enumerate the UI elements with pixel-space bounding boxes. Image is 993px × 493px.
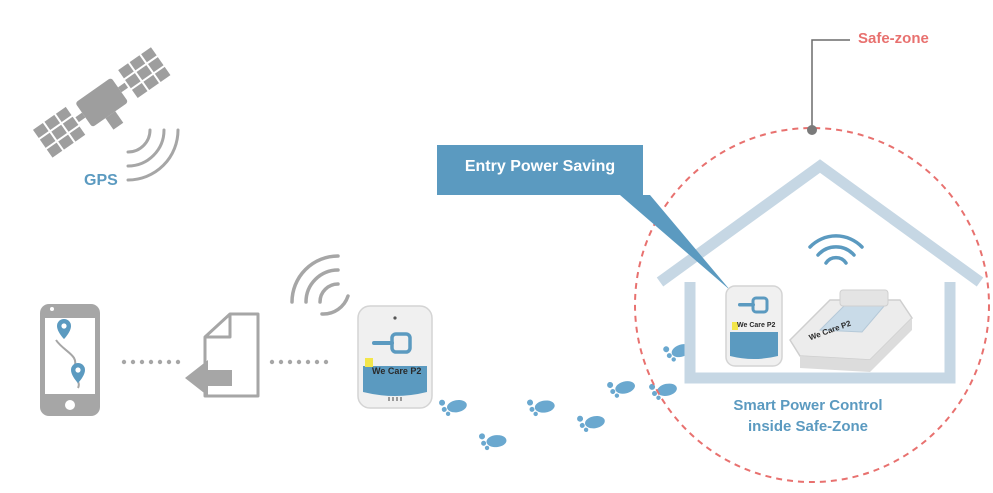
charging-dock-icon [789,289,913,372]
map-pin-icon [57,319,85,383]
safe-zone-label: Safe-zone [858,30,929,47]
house-icon [656,159,984,384]
wifi-signal-icon [290,254,350,316]
dotted-connector [121,359,329,365]
gps-label: GPS [84,172,118,189]
dock-wifi-icon [808,234,864,265]
satellite-icon [32,47,171,158]
callout-label: Entry Power Saving [464,158,616,175]
home-device-brand-label: We Care P2 [737,322,776,329]
smart-power-label: Smart Power Control inside Safe-Zone [700,395,916,437]
smart-power-label-line2: inside Safe-Zone [747,418,869,435]
smart-power-label-line1: Smart Power Control [733,397,883,414]
gps-signal-icon [126,128,180,182]
safe-zone-leader [807,39,850,135]
callout-box [437,145,730,290]
home-device-icon [725,285,783,367]
safe-zone-boundary [634,127,990,483]
smartphone-icon [40,304,100,416]
footprint-icon [439,344,692,451]
device-icon [357,305,433,409]
document-transfer-icon [185,312,260,398]
device-brand-label: We Care P2 [372,366,422,376]
